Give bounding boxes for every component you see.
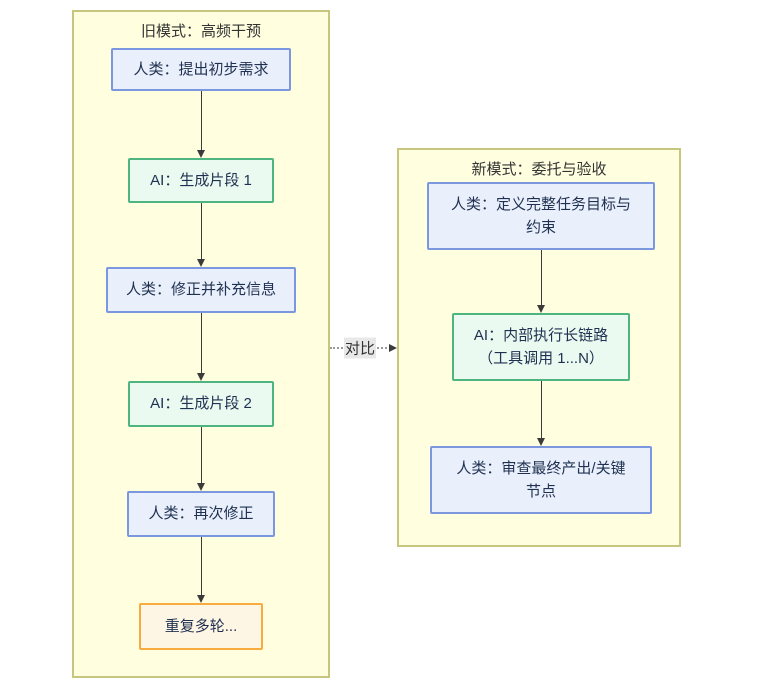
node-repeat-rounds: 重复多轮... [139,603,263,650]
new-mode-title: 新模式：委托与验收 [471,161,607,178]
node-human-initial-request: 人类：提出初步需求 [111,48,291,91]
arrowhead-icon [197,259,205,267]
arrowhead-icon [197,373,205,381]
arrowhead-icon [197,483,205,491]
arrow-c-to-d [197,313,206,381]
node-human-correct-again: 人类：再次修正 [127,491,275,537]
node-human-correct-supplement: 人类：修正并补充信息 [106,267,296,313]
arrow-a-to-b [197,91,206,158]
old-mode-title: 旧模式：高频干预 [140,23,261,40]
arrowhead-icon [537,438,545,446]
arrowhead-icon [197,150,205,158]
arrow-d-to-e [197,427,206,491]
node-human-define-task-goals: 人类：定义完整任务目标与 约束 [427,182,655,250]
node-ai-generate-fragment-2: AI：生成片段 2 [128,381,274,427]
node-ai-long-chain-execution: AI：内部执行长链路 （工具调用 1...N） [452,313,630,381]
arrow-b-to-c [197,203,206,267]
arrow-h-to-i [537,381,546,446]
arrowhead-right-icon [389,344,397,352]
node-ai-generate-fragment-1: AI：生成片段 1 [128,158,274,203]
arrow-g-to-h [537,250,546,313]
arrow-e-to-f [197,537,206,603]
compare-edge-label: 对比 [343,337,377,359]
arrowhead-icon [537,305,545,313]
arrowhead-icon [197,595,205,603]
node-human-review-final-output: 人类：审查最终产出/关键 节点 [430,446,652,514]
